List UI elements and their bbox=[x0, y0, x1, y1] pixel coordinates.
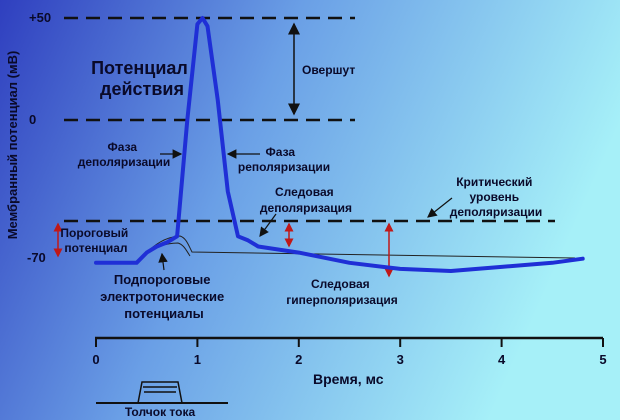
stimulus-label: Толчок тока bbox=[125, 405, 196, 419]
x-axis-ticks: 0 1 2 3 4 5 bbox=[92, 338, 607, 367]
subthreshold-arrow bbox=[158, 252, 168, 271]
x-tick-label-2: 2 bbox=[295, 352, 302, 367]
stimulus-pulse bbox=[137, 381, 183, 404]
label-trace-hyperpolarization: Следовая гиперполяризация bbox=[286, 277, 397, 307]
y-tick-0: 0 bbox=[29, 112, 36, 127]
critical-level-arrow bbox=[427, 197, 453, 218]
label-threshold-potential: Пороговый потенциал bbox=[60, 226, 131, 255]
y-tick-minus70: -70 bbox=[27, 250, 46, 265]
trace-depolarization-arrow bbox=[259, 213, 277, 237]
x-tick-label-5: 5 bbox=[599, 352, 606, 367]
y-tick-plus50: +50 bbox=[29, 10, 51, 25]
x-tick-label-0: 0 bbox=[92, 352, 99, 367]
x-tick-label-4: 4 bbox=[498, 352, 506, 367]
x-axis-label: Время, мс bbox=[313, 371, 384, 387]
label-depolarization-phase: Фаза деполяризации bbox=[78, 140, 171, 169]
label-action-potential: Потенциал действия bbox=[91, 58, 193, 99]
action-potential-curve bbox=[94, 16, 585, 273]
label-trace-depolarization: Следовая деполяризация bbox=[260, 185, 352, 215]
label-overshoot: Овершут bbox=[302, 63, 355, 77]
label-subthreshold: Подпороговые электротонические потенциал… bbox=[100, 272, 228, 321]
x-tick-label-1: 1 bbox=[194, 352, 201, 367]
label-repolarization-phase: Фаза реполяризации bbox=[238, 145, 330, 174]
label-critical-level: Критический уровень деполяризации bbox=[450, 175, 543, 219]
y-axis-label: Мембранный потенциал (мВ) bbox=[5, 51, 20, 240]
x-tick-label-3: 3 bbox=[397, 352, 404, 367]
